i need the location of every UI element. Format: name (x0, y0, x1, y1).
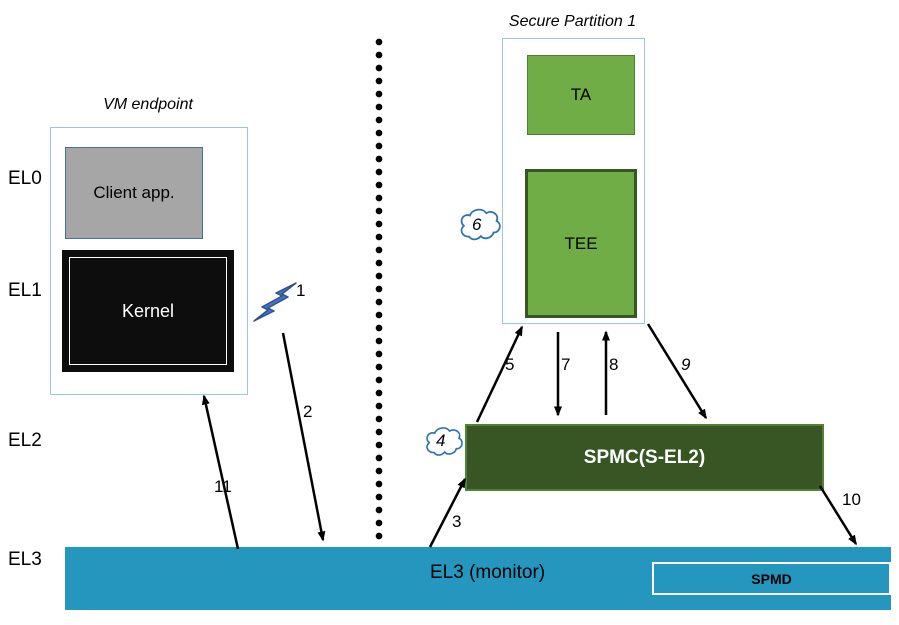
ta-box: TA (527, 55, 635, 135)
arrow-5 (475, 325, 524, 423)
arrow-10 (818, 485, 858, 546)
vm-endpoint-title: VM endpoint (103, 96, 193, 113)
arrow-3 (428, 477, 467, 548)
flow-number-6: 6 (472, 215, 482, 234)
el0-label: EL0 (8, 168, 42, 189)
ta-label: TA (570, 85, 592, 104)
tee-label: TEE (564, 233, 598, 253)
el3-label: EL3 (8, 549, 42, 570)
spmd-box: SPMD (652, 562, 891, 595)
kernel-label: Kernel (121, 300, 175, 321)
el3-monitor-bar (65, 547, 891, 610)
kernel-box: Kernel (62, 250, 234, 372)
flow-number-11: 11 (214, 477, 232, 496)
arrow-11 (201, 394, 240, 550)
flow-number-4: 4 (436, 431, 446, 450)
client-app-label: Client app. (93, 183, 175, 202)
cloud-6-icon (460, 208, 501, 241)
flow-number-3: 3 (452, 512, 462, 531)
cloud-4-icon (426, 427, 463, 456)
flow-number-2: 2 (303, 402, 313, 421)
el2-label: EL2 (8, 430, 42, 451)
spmc-label: SPMC(S-EL2) (583, 446, 706, 468)
flow-number-10: 10 (842, 490, 861, 509)
flow-number-8: 8 (609, 355, 619, 374)
spmd-label: SPMD (751, 570, 792, 587)
el3-monitor-label: EL3 (monitor) (430, 562, 546, 583)
lightning-bolt-icon (253, 282, 297, 322)
arrow-2 (281, 332, 326, 542)
flow-number-7: 7 (561, 355, 571, 374)
arrow-9 (646, 323, 708, 420)
flow-number-9: 9 (681, 355, 691, 374)
flow-number-1: 1 (296, 281, 306, 300)
flow-number-5: 5 (505, 355, 515, 374)
el1-label: EL1 (8, 280, 42, 301)
spmc-box: SPMC(S-EL2) (465, 424, 824, 491)
client-app-box: Client app. (65, 147, 203, 239)
kernel-inner-frame: Kernel (69, 257, 227, 365)
world-separator-dotted-line (375, 38, 383, 544)
tee-box: TEE (525, 169, 637, 318)
secure-partition-title: Secure Partition 1 (508, 13, 637, 30)
